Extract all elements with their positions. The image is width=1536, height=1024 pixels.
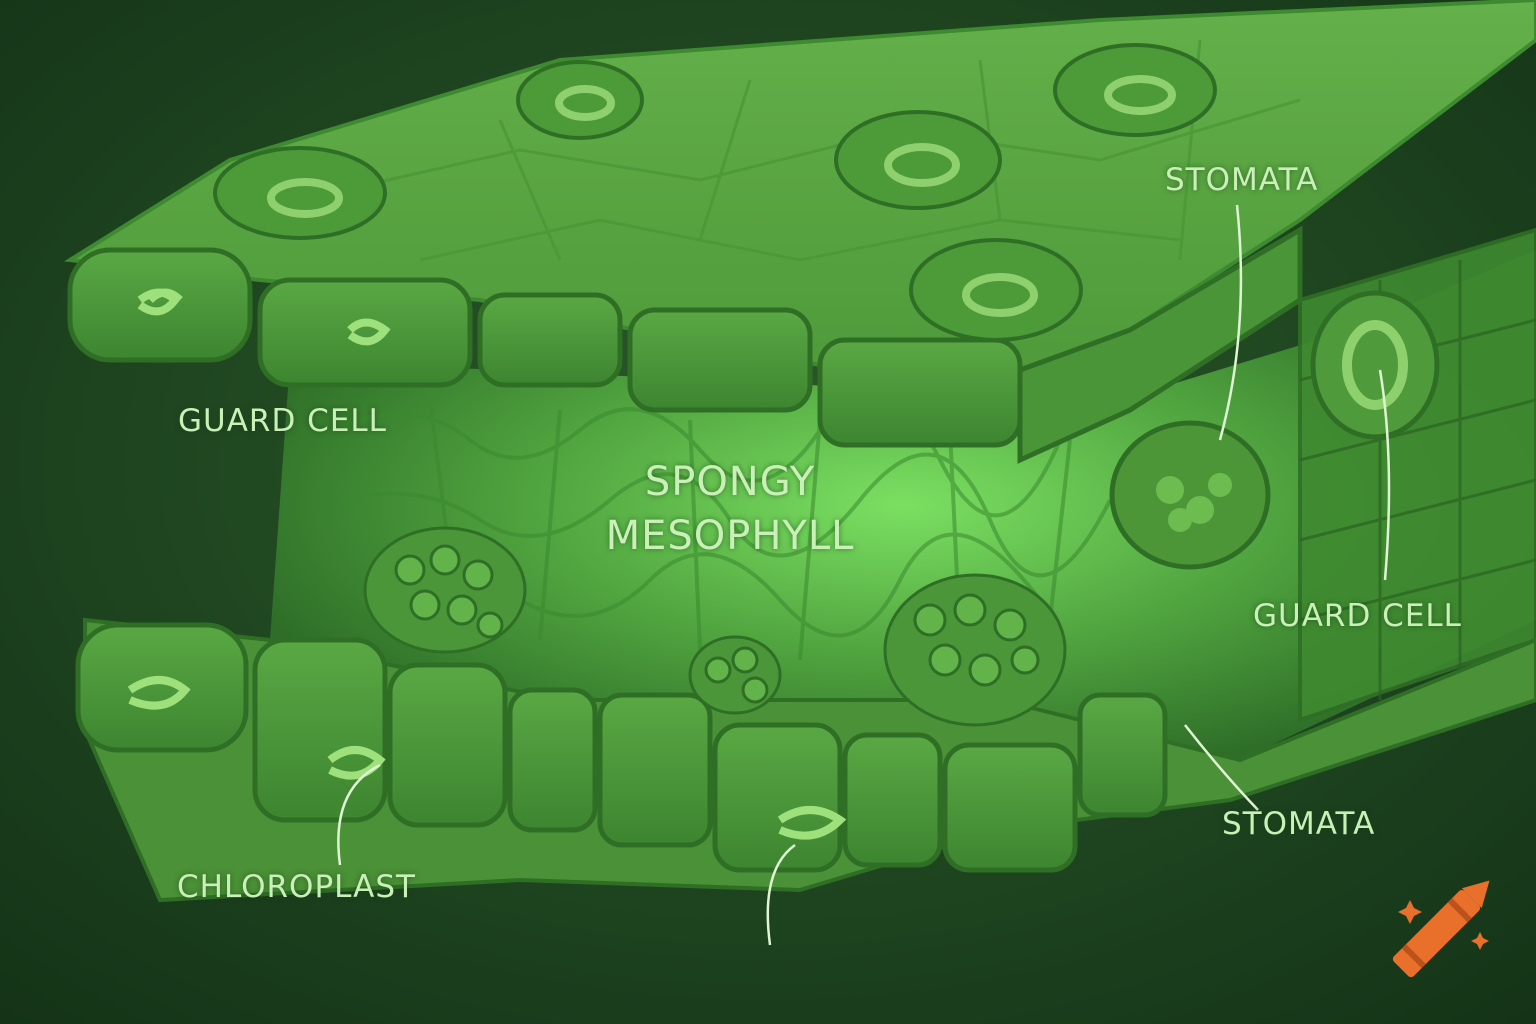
crayon-icon xyxy=(1392,880,1490,978)
upper-epidermis-cells xyxy=(67,225,1303,464)
spongy-label-line2: MESOPHYLL xyxy=(605,513,855,559)
leader-lines xyxy=(337,204,1391,946)
surface-stomata xyxy=(213,43,1217,342)
spongy-mesophyll-label: SPONGY MESOPHYLL xyxy=(555,455,905,563)
side-stoma-upper xyxy=(1310,290,1440,440)
stomata-label-top: STOMATA xyxy=(1165,162,1319,198)
spongy-label-line1: SPONGY xyxy=(644,459,816,505)
chloroplast-label: CHLOROPLAST xyxy=(177,869,416,905)
guard-cell-label-left: GUARD CELL xyxy=(178,403,387,439)
stomata-label-bottom: STOMATA xyxy=(1222,806,1376,842)
guard-cell-label-right: GUARD CELL xyxy=(1253,598,1462,634)
chloroplast-clusters xyxy=(363,526,1067,727)
side-stoma-lower xyxy=(1109,420,1271,570)
